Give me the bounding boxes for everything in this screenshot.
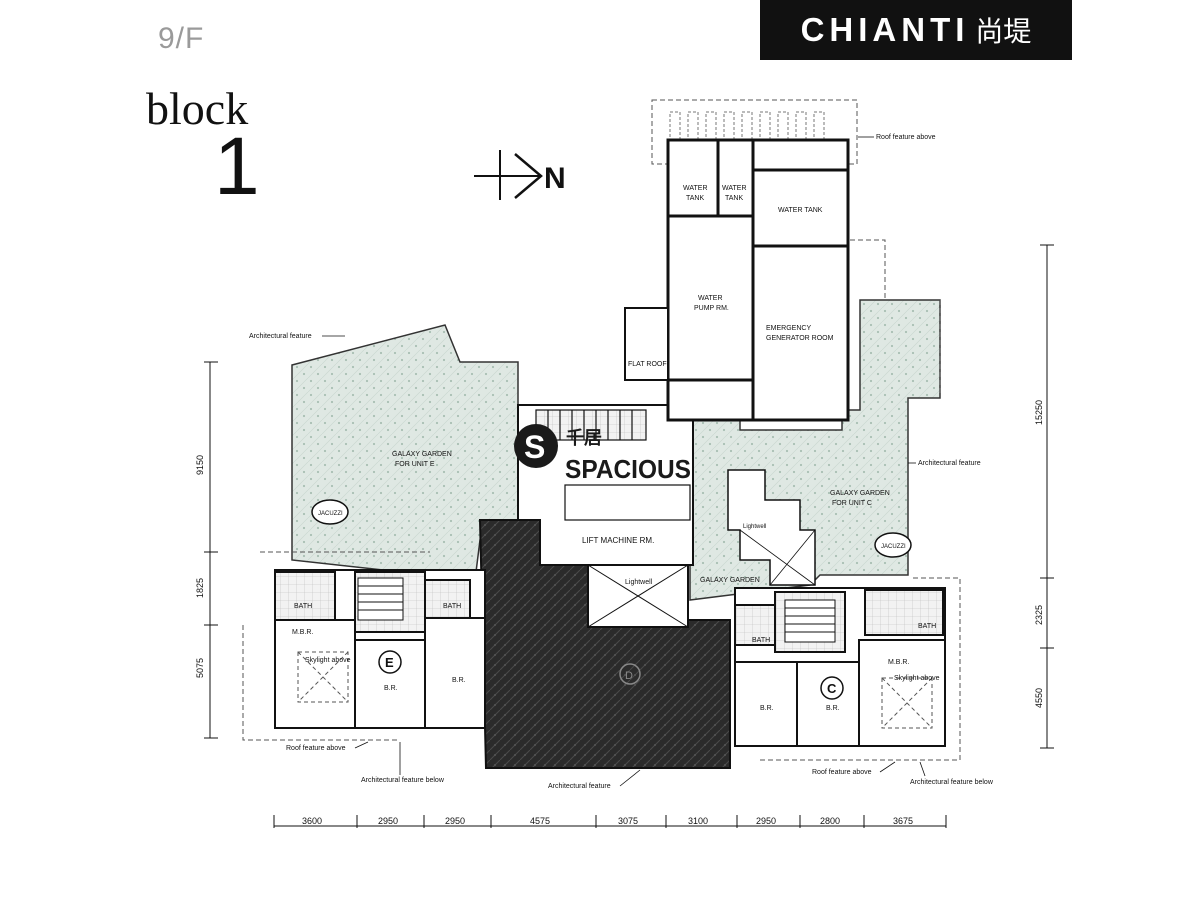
dim-left-1: 9150 (195, 455, 205, 475)
br-c2-label: B.R. (826, 705, 840, 712)
left-dimension-line (204, 361, 218, 739)
lightwell-right-label: Lightwell (743, 524, 766, 530)
dim-right-3: 4550 (1034, 688, 1044, 708)
stair-c (784, 599, 836, 643)
water-tank-2-label-line2: TANK (725, 195, 743, 202)
roof-feature-bottom-left-note: Roof feature above (286, 745, 346, 752)
br-e2-label: B.R. (452, 677, 466, 684)
roof-feature-top-note: Roof feature above (876, 134, 936, 141)
architectural-feature-bottom-note: Architectural feature (548, 783, 611, 790)
water-tank-1-label-line1: WATER (683, 185, 708, 192)
dim-bottom-8: 2800 (820, 816, 840, 826)
unit-c-label: C (827, 681, 837, 696)
brand-name: CHIANTI (800, 11, 970, 48)
block-label: block (146, 83, 249, 134)
dim-bottom-6: 3100 (688, 816, 708, 826)
dim-bottom-1: 3600 (302, 816, 322, 826)
flat-roof-label: FLAT ROOF (628, 361, 667, 368)
stair-e (357, 577, 404, 621)
water-tank-3-label: WATER TANK (778, 207, 823, 214)
unit-d-marker (619, 663, 641, 685)
lift-machine-room-label: LIFT MACHINE RM. (582, 536, 654, 545)
roof-feature-outline-right (760, 577, 961, 761)
watermark-text: SPACIOUS (565, 454, 691, 484)
architectural-feature-below-left-note: Architectural feature below (361, 777, 445, 784)
galaxy-garden-e-label-line2: FOR UNIT E (395, 461, 435, 468)
unit-e-label: E (385, 655, 394, 670)
mbr-e-label: M.B.R. (292, 629, 313, 636)
br-c1-label: B.R. (760, 705, 774, 712)
unit-e-marker (378, 650, 402, 674)
roof-feature-bottom-right-note: Roof feature above (812, 769, 872, 776)
jacuzzi-e (311, 499, 349, 525)
emergency-generator-label-line2: GENERATOR ROOM (766, 335, 834, 342)
bath-e2-label: BATH (443, 603, 461, 610)
architectural-feature-right-note: Architectural feature (918, 460, 981, 467)
bath-c1-label: BATH (752, 637, 770, 644)
dim-bottom-3: 2950 (445, 816, 465, 826)
skylight-c-label: Skylight above (894, 675, 940, 682)
unit-c-marker (820, 676, 844, 700)
block-number: 1 (214, 121, 260, 212)
dim-left-2: 1825 (195, 578, 205, 598)
lightwell-center-label: Lightwell (625, 579, 653, 586)
galaxy-garden-c-label-line1: GALAXY GARDEN (830, 490, 890, 497)
unit-c (734, 587, 946, 747)
right-dimension-line (1040, 244, 1054, 749)
dim-bottom-2: 2950 (378, 816, 398, 826)
floor-label: 9/F (158, 22, 205, 55)
dim-left-3: 5075 (195, 658, 205, 678)
skylight-e-outline (297, 651, 349, 703)
dim-bottom-7: 2950 (756, 816, 776, 826)
architectural-feature-below-right-note: Architectural feature below (910, 779, 994, 786)
water-pump-label-line2: PUMP RM. (694, 305, 729, 312)
water-tank-2-label-line1: WATER (722, 185, 747, 192)
bath-c2-label: BATH (918, 623, 936, 630)
dim-bottom-9: 3675 (893, 816, 913, 826)
galaxy-garden-label: GALAXY GARDEN (700, 577, 760, 584)
dim-bottom-5: 3075 (618, 816, 638, 826)
water-tank-1-label-line2: TANK (686, 195, 704, 202)
service-block (624, 138, 850, 422)
jacuzzi-c (874, 532, 912, 558)
roof-feature-outline-left (242, 551, 430, 741)
emergency-generator-label-line1: EMERGENCY (766, 325, 811, 332)
watermark-chinese: 千居 (566, 428, 602, 449)
jacuzzi-e-label: JACUZZI (318, 511, 343, 517)
dim-right-1: 15250 (1034, 400, 1044, 425)
north-arrow-icon (474, 150, 543, 200)
brand-chinese-name: 尚堤 (975, 15, 1032, 48)
galaxy-garden-c-label-line2: FOR UNIT C (832, 500, 872, 507)
dim-right-2: 2325 (1034, 605, 1044, 625)
bath-e1-label: BATH (294, 603, 312, 610)
dim-bottom-4: 4575 (530, 816, 550, 826)
watermark-logo-letter: S (524, 429, 545, 465)
bottom-dimension-line (273, 815, 947, 828)
architectural-feature-left-note: Architectural feature (249, 333, 312, 340)
mbr-c-label: M.B.R. (888, 659, 909, 666)
architectural-feature-outline (842, 239, 941, 395)
skylight-e-label: Skylight above (305, 657, 351, 664)
skylight-c-outline (881, 677, 933, 729)
br-e1-label: B.R. (384, 685, 398, 692)
water-pump-label-line1: WATER (698, 295, 723, 302)
brand-logo: CHIANTI 尚堤 (760, 0, 1072, 60)
galaxy-garden-e-label-line1: GALAXY GARDEN (392, 451, 452, 458)
north-label: N (544, 162, 566, 195)
spacious-watermark: S 千居 SPACIOUS (514, 424, 691, 484)
jacuzzi-c-label: JACUZZI (881, 544, 906, 550)
lift-shaft (564, 484, 691, 521)
unit-d-label: D (625, 670, 633, 682)
